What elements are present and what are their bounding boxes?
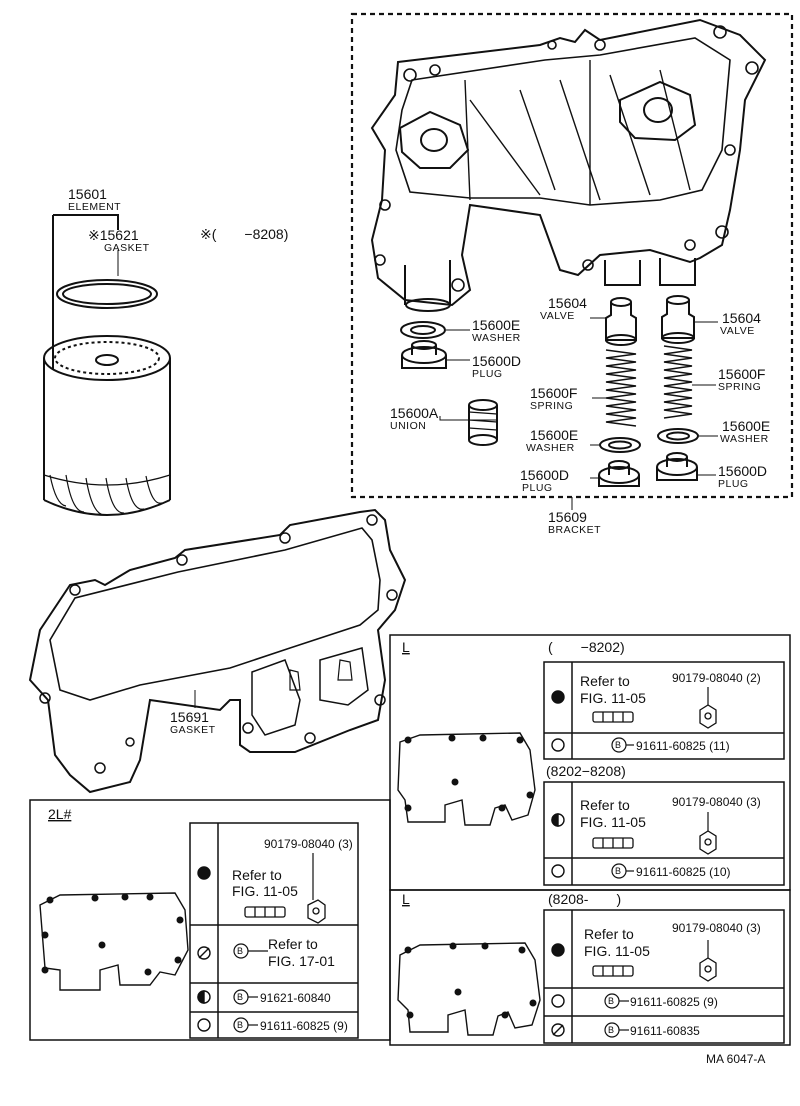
- plug-15600d-center-drawing: [598, 460, 640, 487]
- label-element-pn: 15601: [68, 186, 107, 202]
- figure-code: MA 6047-A: [706, 1052, 765, 1066]
- plug-15600d-right-drawing: [656, 452, 698, 481]
- valve-15604-right-drawing: [661, 295, 695, 344]
- label-washer-e-left-nm: WASHER: [472, 332, 521, 344]
- spring-15600f-right-drawing: [663, 345, 693, 419]
- box-l3-range: (8208- ): [548, 891, 621, 907]
- label-valve-right-pn: 15604: [722, 310, 761, 326]
- label-gasket2-pn: 15691: [170, 709, 209, 725]
- box-l3-row2-bolt: B: [608, 996, 614, 1006]
- label-plug-d-left-nm: PLUG: [472, 368, 503, 380]
- gasket-sketch-l3: [397, 942, 541, 1036]
- box-2l-row1-fig: FIG. 11-05: [232, 883, 298, 899]
- label-washer-e-right-nm: WASHER: [720, 433, 769, 445]
- label-washer-e-center-nm: WASHER: [526, 442, 575, 454]
- label-bracket-nm: BRACKET: [548, 524, 601, 536]
- label-washer-e-left-pn: 15600E: [472, 317, 520, 333]
- box-l2-row1-part: 90179-08040 (3): [672, 795, 761, 809]
- label-element-nm: ELEMENT: [68, 201, 121, 213]
- label-washer-e-center-pn: 15600E: [530, 427, 578, 443]
- washer-15600e-right-drawing: [657, 428, 699, 444]
- box-2l-row3-part: 91621-60840: [260, 991, 331, 1005]
- label-spring-left-pn: 15600F: [530, 385, 577, 401]
- box-2l-row4-part: 91611-60825 (9): [260, 1019, 348, 1033]
- box-l-frame: [389, 634, 791, 1046]
- label-washer-e-right-pn: 15600E: [722, 418, 770, 434]
- box-l1-row2-part: 91611-60825 (11): [636, 739, 730, 753]
- label-spring-right-pn: 15600F: [718, 366, 765, 382]
- label-union-pn: 15600A: [390, 405, 439, 421]
- union-15600a-drawing: [468, 399, 498, 446]
- box-l1-row1-refer: Refer to: [580, 673, 630, 689]
- box-l3-row2-part: 91611-60825 (9): [630, 995, 718, 1009]
- bolt-b-markers: [233, 687, 709, 1038]
- box-l3-row3-part: 91611-60835: [630, 1024, 700, 1038]
- box-l3-row1-refer: Refer to: [584, 926, 634, 942]
- label-gasket-nm: GASKET: [104, 242, 150, 254]
- valve-15604-left-drawing: [605, 297, 637, 346]
- label-plug-d-center-pn: 15600D: [520, 467, 569, 483]
- box-l1-row2-bolt: B: [615, 740, 621, 750]
- label-plug-d-center-nm: PLUG: [522, 482, 553, 494]
- box-2l-row2-bolt: B: [237, 946, 243, 956]
- label-union-nm: UNION: [390, 420, 426, 432]
- box-l2-row2-part: 91611-60825 (10): [636, 865, 731, 879]
- gasket-sketch-2l: [39, 892, 189, 991]
- label-gasket2-nm: GASKET: [170, 724, 216, 736]
- label-valve-left-nm: VALVE: [540, 310, 575, 322]
- box-l3-title: L: [402, 891, 410, 907]
- box-l1-title: L: [402, 639, 410, 655]
- box-l2-row2-bolt: B: [615, 866, 621, 876]
- label-valve-right-nm: VALVE: [720, 325, 755, 337]
- box-l1-row1-part: 90179-08040 (2): [672, 671, 761, 685]
- gasket-15691-drawing: [28, 508, 407, 794]
- box-2l-frame: [29, 799, 391, 1041]
- washer-15600e-left-drawing: [400, 321, 446, 339]
- label-bracket-pn: 15609: [548, 509, 587, 525]
- spring-15600f-left-drawing: [605, 349, 637, 427]
- box-2l-row2-refer: Refer to: [268, 936, 318, 952]
- box-2l-row2-fig: FIG. 17-01: [268, 953, 335, 969]
- box-2l-row1-part: 90179-08040 (3): [264, 837, 353, 851]
- label-valve-left-pn: 15604: [548, 295, 587, 311]
- bracket-leader-lines: [439, 317, 718, 510]
- row-symbols: [197, 690, 565, 1037]
- stud-nut-icons: [244, 704, 717, 982]
- label-spring-left-nm: SPRING: [530, 400, 573, 412]
- box-l3-row1-fig: FIG. 11-05: [584, 943, 650, 959]
- box-2l-row3-bolt: B: [237, 992, 243, 1002]
- box-2l-row1-refer: Refer to: [232, 867, 282, 883]
- washer-15600e-center-drawing: [599, 437, 641, 453]
- plug-15600d-left-drawing: [401, 340, 447, 369]
- box-2l-title: 2L#: [48, 806, 72, 822]
- oil-filter-element-drawing: [43, 214, 171, 516]
- label-spring-right-nm: SPRING: [718, 381, 761, 393]
- gasket-sketch-l1: [397, 732, 536, 826]
- box-2l-row4-bolt: B: [237, 1020, 243, 1030]
- label-gasket-pn: ※15621: [88, 227, 139, 243]
- box-l1-range: ( −8202): [548, 639, 625, 655]
- label-plug-d-right-pn: 15600D: [718, 463, 767, 479]
- label-note-range: ※( −8208): [200, 226, 288, 242]
- label-plug-d-right-nm: PLUG: [718, 478, 749, 490]
- box-l2-row1-refer: Refer to: [580, 797, 630, 813]
- box-l1-row1-fig: FIG. 11-05: [580, 690, 646, 706]
- box-l2-row1-fig: FIG. 11-05: [580, 814, 646, 830]
- box-l2-range: (8202−8208): [546, 763, 626, 779]
- box-l3-row1-part: 90179-08040 (3): [672, 921, 761, 935]
- oil-filter-bracket-drawing: [370, 18, 767, 312]
- label-plug-d-left-pn: 15600D: [472, 353, 521, 369]
- box-l3-row3-bolt: B: [608, 1025, 614, 1035]
